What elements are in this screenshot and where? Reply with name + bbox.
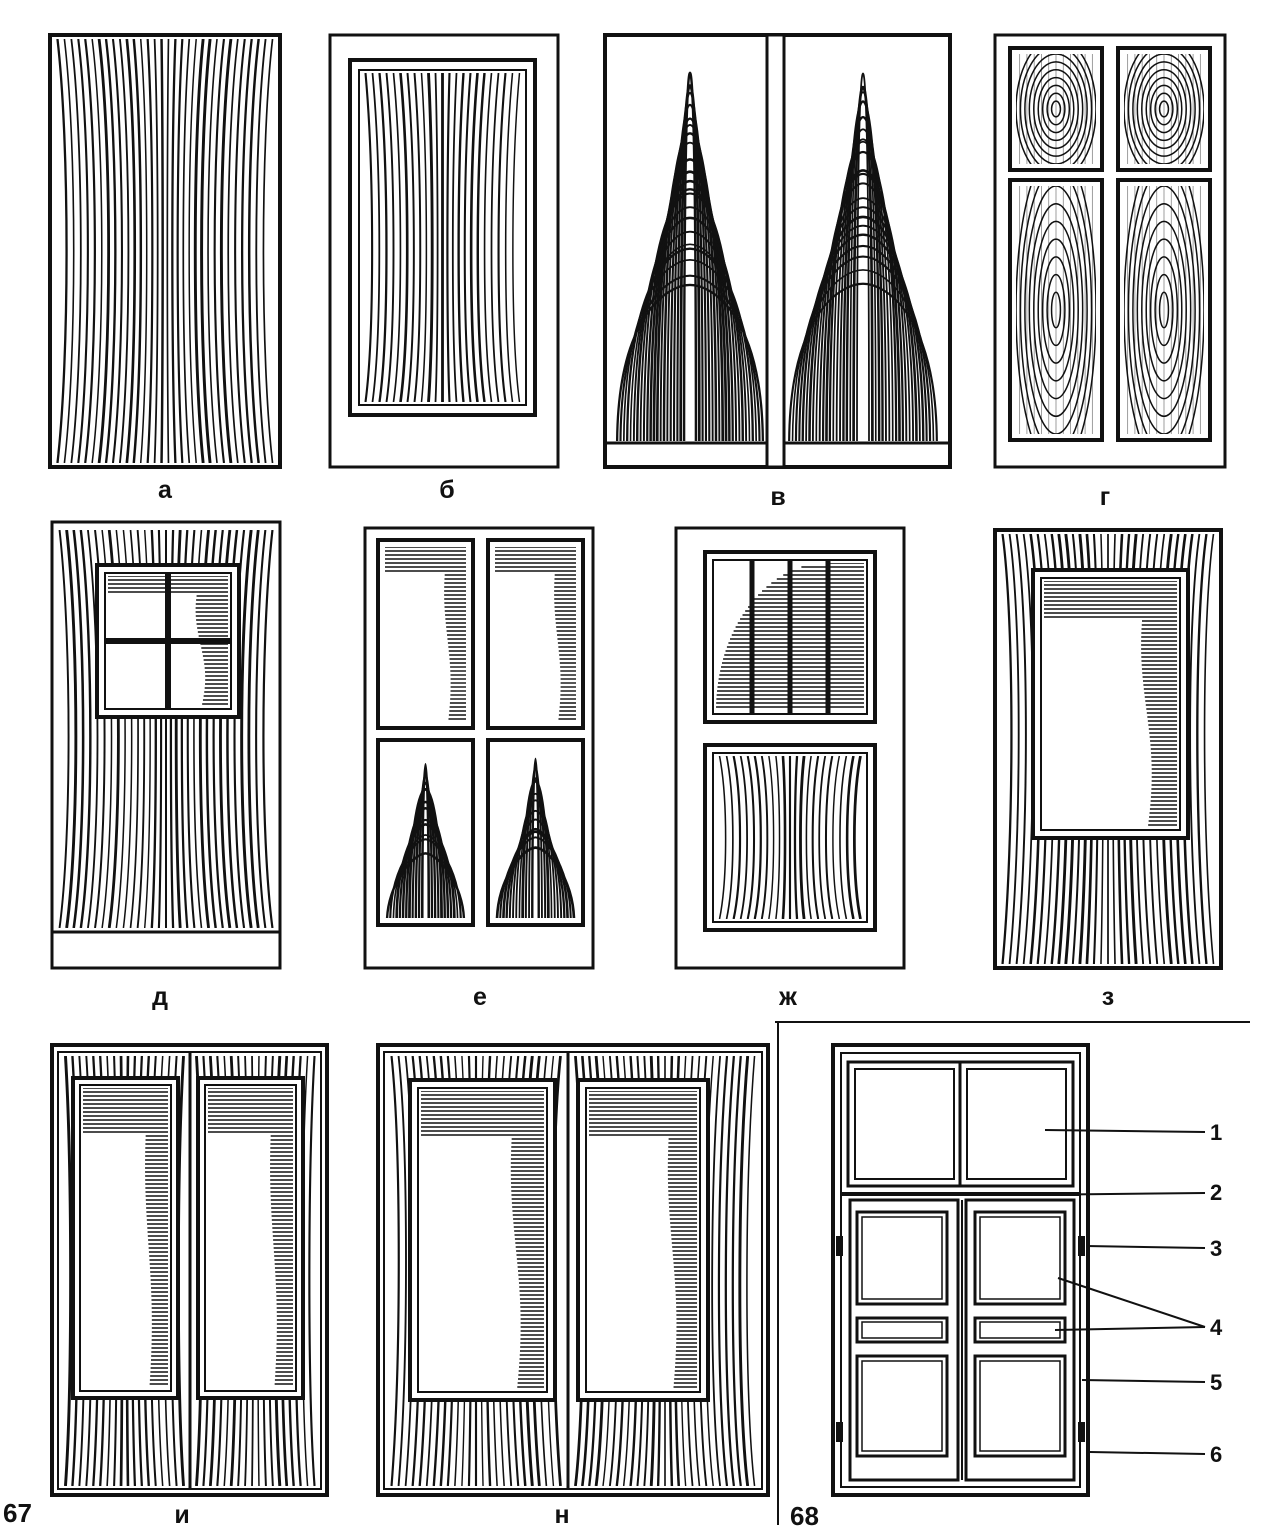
callout-3: 3: [1210, 1236, 1222, 1261]
label-door-v: в: [770, 483, 785, 511]
door-g-grain-4: [1124, 186, 1204, 434]
door-zh: [674, 526, 906, 970]
door-d: [50, 520, 282, 970]
door-e-grain-3: [385, 763, 466, 918]
callout-4: 4: [1210, 1315, 1223, 1340]
door-b-grain: [364, 73, 521, 402]
door-d-glass-hatch: [108, 576, 228, 705]
label-door-b: б: [439, 476, 454, 504]
door-e-grain-4: [495, 757, 576, 918]
figure-68-number: 68: [790, 1501, 819, 1531]
door-g-grain-1: [1016, 54, 1096, 164]
callout-1: 1: [1210, 1120, 1222, 1145]
callout-6: 6: [1210, 1442, 1222, 1467]
figure-67-number: 67: [3, 1498, 32, 1528]
callout-2: 2: [1210, 1180, 1222, 1205]
door-v-grain-left: [616, 71, 764, 441]
door-z-glass: [1044, 581, 1177, 826]
door-a-grain: [56, 39, 274, 463]
door-e: [363, 526, 595, 970]
door-k: [376, 1043, 770, 1497]
door-i-glass-right: [208, 1088, 293, 1385]
door-g-grain-2: [1124, 54, 1204, 164]
door-d-grain: [58, 530, 274, 928]
label-door-g: г: [1100, 483, 1110, 511]
label-door-e: е: [473, 983, 487, 1011]
door-b: [328, 33, 560, 469]
door-zh-grain: [718, 756, 862, 919]
label-door-a: а: [158, 476, 173, 504]
label-door-i: и: [174, 1501, 189, 1529]
door-z: [993, 528, 1223, 970]
door-v: [603, 33, 952, 469]
door-e-glass-2: [495, 547, 576, 720]
door-i: [50, 1043, 329, 1497]
door-k-glass-right: [589, 1091, 697, 1388]
callout-5: 5: [1210, 1370, 1222, 1395]
figure-68: 1 2 3 4 5 6: [775, 1021, 1250, 1525]
door-g-grain-3: [1016, 186, 1096, 434]
door-e-glass-1: [385, 547, 466, 720]
label-door-zh: ж: [778, 983, 797, 1011]
label-door-d: д: [152, 983, 168, 1011]
label-door-k: н: [554, 1501, 569, 1529]
door-v-grain-right: [788, 72, 938, 441]
door-g: [993, 33, 1227, 469]
label-door-z: з: [1102, 983, 1114, 1011]
door-k-glass-left: [421, 1091, 544, 1388]
door-a: [48, 33, 282, 469]
door-i-glass-left: [83, 1088, 168, 1385]
